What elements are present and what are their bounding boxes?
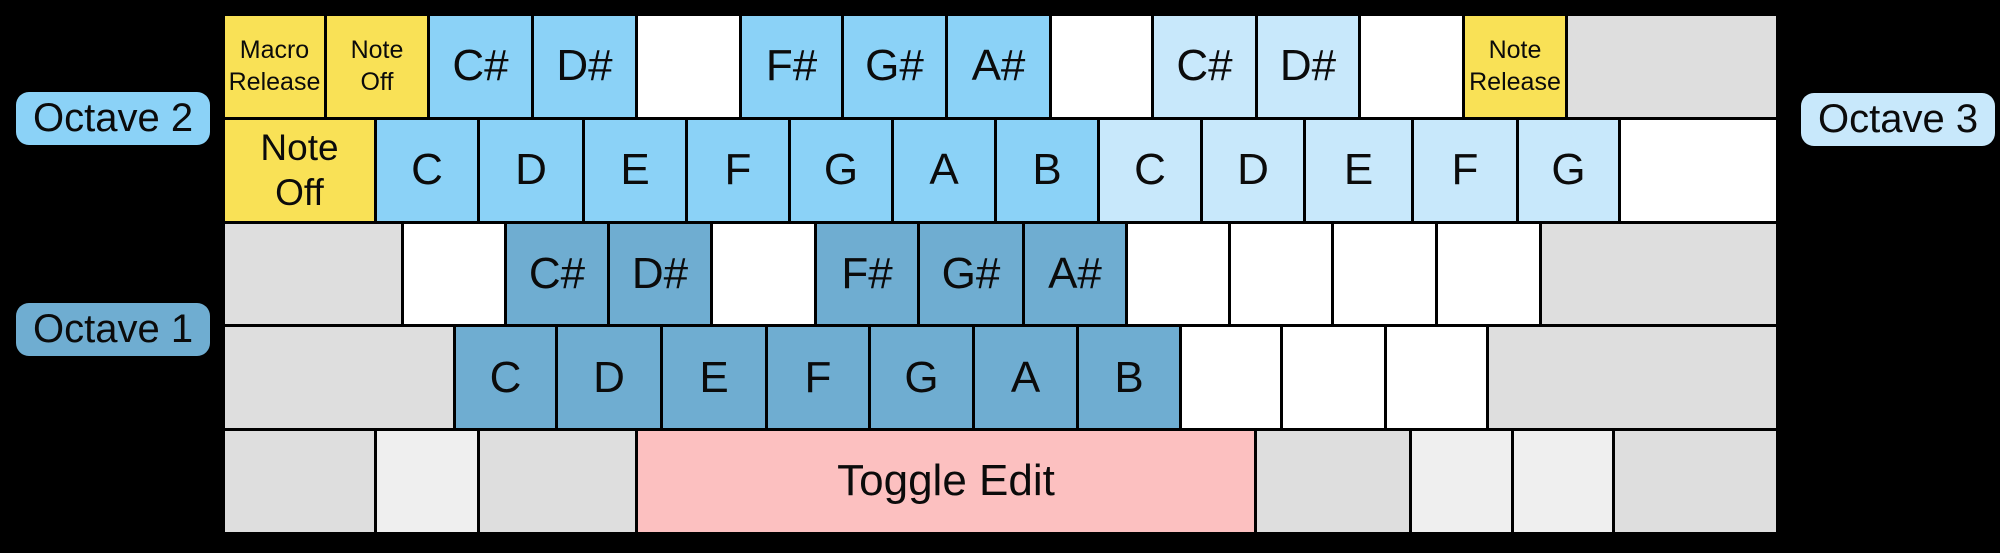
key-b: B [1079,327,1179,429]
key-modifier [1412,431,1511,532]
key-unmapped [1231,223,1331,325]
key-note-off: Note Off [225,119,374,221]
octave-3-badge: Octave 3 [1801,93,1996,146]
key-f: F [768,327,868,429]
key-c-sharp: C# [507,223,607,325]
key-note-off: Note Off [327,16,427,117]
key-c: C [1100,119,1200,221]
key-e: E [585,119,685,221]
key-c: C [456,327,555,429]
key-modifier [225,223,401,325]
octave-2-badge: Octave 2 [16,92,211,145]
key-e: E [1306,119,1411,221]
key-g: G [791,119,891,221]
key-f: F [688,119,788,221]
key-e: E [663,327,765,429]
key-modifier [1257,431,1409,532]
key-modifier [225,431,374,532]
key-unmapped [1334,223,1435,325]
key-modifier [225,327,453,429]
key-g: G [1519,119,1618,221]
key-modifier [1489,327,1776,429]
key-note-release: Note Release [1465,16,1565,117]
key-modifier [377,431,477,532]
key-d: D [558,327,660,429]
key-c-sharp: C# [1154,16,1255,117]
key-d-sharp: D# [1258,16,1358,117]
key-unmapped [1387,327,1486,429]
key-unmapped [1361,16,1462,117]
key-a: A [975,327,1076,429]
key-unmapped [1621,119,1776,221]
key-unmapped [404,223,504,325]
key-unmapped [1182,327,1280,429]
key-a-sharp: A# [948,16,1049,117]
key-f-sharp: F# [817,223,917,325]
key-modifier [480,431,635,532]
key-modifier [1615,431,1776,532]
keyboard-row-home: C#D# F#G#A# [225,223,1776,325]
key-modifier [1542,223,1776,325]
key-toggle-edit: Toggle Edit [638,431,1254,532]
key-g: G [871,327,972,429]
key-a-sharp: A# [1025,223,1125,325]
key-unmapped [638,16,739,117]
key-f-sharp: F# [742,16,841,117]
key-a: A [894,119,994,221]
key-macro-release: Macro Release [225,16,324,117]
key-unmapped [1052,16,1151,117]
key-unmapped [1283,327,1384,429]
octave-1-badge: Octave 1 [16,303,211,356]
key-d: D [480,119,582,221]
keyboard-row-space: Toggle Edit [225,431,1776,532]
key-unmapped [1128,223,1228,325]
key-c-sharp: C# [430,16,531,117]
key-unmapped [713,223,814,325]
key-g-sharp: G# [920,223,1022,325]
key-modifier [1514,431,1612,532]
key-c: C [377,119,477,221]
key-d: D [1203,119,1303,221]
key-f: F [1414,119,1516,221]
key-d-sharp: D# [534,16,635,117]
key-g-sharp: G# [844,16,945,117]
key-modifier [1568,16,1776,117]
key-unmapped [1438,223,1539,325]
key-d-sharp: D# [610,223,710,325]
key-b: B [997,119,1097,221]
